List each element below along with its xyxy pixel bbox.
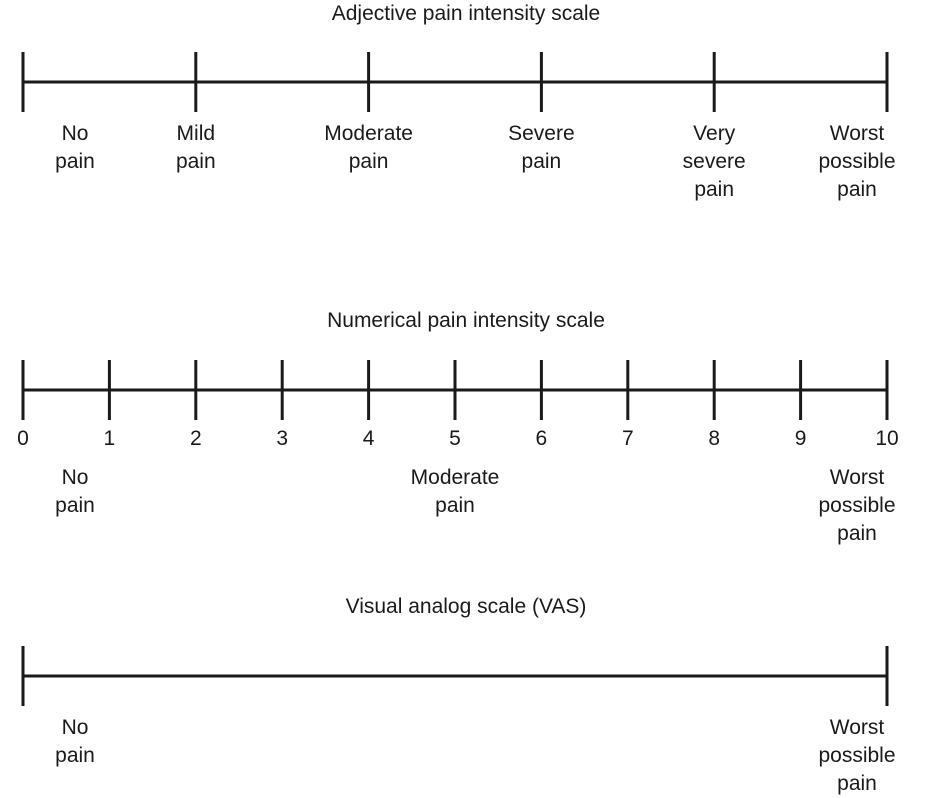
tick-number: 10	[875, 427, 899, 450]
scale-label: Worst possible pain	[818, 716, 896, 795]
scale-label: No pain	[55, 466, 95, 517]
tick-number: 8	[708, 427, 721, 450]
scale-label: Worst possible pain	[818, 122, 896, 201]
scale-label: No pain	[55, 716, 95, 767]
tick-number: 0	[17, 427, 29, 450]
scale-label: No pain	[55, 122, 95, 173]
tick-number: 5	[449, 427, 461, 450]
scale-label: Mild pain	[175, 122, 216, 173]
scale-label: Moderate pain	[410, 466, 500, 517]
tick-number: 9	[794, 427, 807, 450]
tick-number: 4	[362, 427, 375, 450]
vas-title: Visual analog scale (VAS)	[345, 595, 587, 618]
scale-label: Worst possible pain	[818, 466, 896, 545]
scale-label: Severe pain	[508, 122, 575, 173]
numerical-scale-axis	[21, 360, 889, 420]
adjective-scale-title: Adjective pain intensity scale	[331, 2, 601, 25]
tick-number: 7	[621, 427, 634, 450]
tick-number: 6	[535, 427, 548, 450]
numerical-scale-title: Numerical pain intensity scale	[327, 309, 605, 332]
scale-label: Very severe pain	[682, 122, 746, 201]
tick-number: 1	[103, 427, 116, 450]
tick-number: 3	[276, 427, 289, 450]
scale-label: Moderate pain	[324, 122, 413, 173]
vas-axis	[21, 646, 889, 706]
tick-number: 2	[189, 427, 202, 450]
adjective-scale-axis	[21, 52, 889, 112]
